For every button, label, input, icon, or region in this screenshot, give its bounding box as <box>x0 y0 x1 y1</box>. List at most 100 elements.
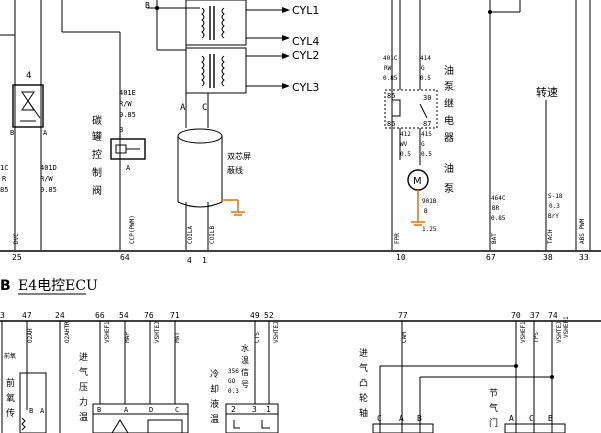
ecu-title-block: B E4电控ECU <box>0 278 98 295</box>
lp-77: 77 <box>398 311 408 320</box>
front-label: 前氧 <box>4 352 16 360</box>
lower-wires <box>1 321 554 433</box>
canister-text-3: 控 <box>92 148 102 161</box>
fp-bot-3: 1.25 <box>422 226 437 233</box>
map-text-2: 气 <box>79 366 88 378</box>
fp-wire-l2: RW <box>384 65 392 72</box>
ignition-coils: B CYL1 CYL4 CYL2 CYL3 A C <box>145 0 319 265</box>
cyl3-label: CYL3 <box>292 81 319 94</box>
map-pin-a: A <box>124 406 129 414</box>
canister-pin-a: A <box>126 164 131 172</box>
fp-bot-1: 901B <box>422 198 437 205</box>
tag-vshef1-b: VSHEF1 <box>520 321 527 343</box>
cam-pin-a: A <box>399 414 404 423</box>
relay-pin-30: 30 <box>423 94 431 102</box>
front-text-3: 传 <box>6 407 15 419</box>
tag-vshtej-b: VSHTEJ <box>273 321 280 343</box>
front-pin-a: A <box>40 407 45 415</box>
relay-pin-87: 87 <box>423 120 431 128</box>
coolant-text-4: 温 <box>210 414 219 425</box>
fp-mid-l3: 0.5 <box>400 151 411 158</box>
tag-o2ah: O2AH <box>27 328 34 343</box>
fp-wire-r1: 414 <box>420 55 431 62</box>
tach-pin: 38 <box>543 253 553 262</box>
fp-wire-r3: 0.5 <box>420 75 431 82</box>
relay-text-1: 油 <box>444 64 454 77</box>
right-wire-3: 0.85 <box>40 186 57 194</box>
coolant-text-2: 却 <box>210 384 219 395</box>
coolant-sensor-box <box>225 403 279 433</box>
cam-text-1: 进 <box>359 348 368 359</box>
cam-sensor-box <box>372 423 434 433</box>
pump-text-1: 油 <box>444 162 454 175</box>
cs-text-4: 号 <box>241 380 249 389</box>
cs-text-1: 水 <box>241 343 249 353</box>
cam-text-3: 凸 <box>359 378 368 389</box>
left-wire-3: 85 <box>0 186 8 194</box>
coolant-wire-2: GO <box>228 378 236 385</box>
canister-text-4: 制 <box>92 166 102 179</box>
ecu-title: E4电控ECU <box>18 278 98 294</box>
tag-vshtej-c: VSHTEJ <box>556 321 563 343</box>
tach-wire-1: S-18 <box>548 193 563 200</box>
fp-mid-r2: G <box>421 141 425 148</box>
tag-tps: TPS <box>533 332 540 343</box>
cam-pin-b: B <box>417 414 422 423</box>
thr-pin-a: A <box>509 414 514 423</box>
coilb-tag: COILB <box>209 226 216 244</box>
right-block: 转速 464C BR 0.85 S-18 0.3 BrY BAT TACH AB… <box>486 0 591 262</box>
fp-wire-r2: G <box>421 65 425 72</box>
thr-pin-b: B <box>548 414 553 423</box>
lp-49: 49 <box>250 311 260 320</box>
tag-vshef1-c: VSHEF1 <box>563 316 570 338</box>
coil-node-b: B <box>145 1 150 10</box>
coolant-wire-3: 0.3 <box>228 388 239 395</box>
coolant-text-1: 冷 <box>210 368 219 380</box>
canister-wire-1: 401E <box>119 89 136 97</box>
fpr-pin: 10 <box>396 253 406 262</box>
lp-3: 3 <box>0 311 5 320</box>
coolant-text-3: 液 <box>210 398 219 410</box>
canister-pin-b: B <box>119 126 123 134</box>
bat-tag: BAT <box>491 233 498 244</box>
fp-wire-l1: 401C <box>383 55 398 62</box>
thr-text-3: 门 <box>489 417 498 429</box>
fuel-pump-relay: 401C RW 0.85 414 G 0.5 85 30 86 87 412 W… <box>383 0 454 262</box>
thr-pin-c: C <box>529 414 534 423</box>
idle-valve-box <box>12 84 44 128</box>
tag-cts: CTS <box>254 332 261 343</box>
thr-text-2: 气 <box>489 402 498 414</box>
fp-mid-r1: 415 <box>421 131 432 138</box>
left-sensor-pin-a: A <box>43 129 48 137</box>
lower-tags: O2AH O2AHTR VSHEF1 MAP VSHTEJ MAT CTS VS… <box>27 316 570 343</box>
canister-valve-box <box>110 138 146 160</box>
fp-wire-l3: 0.85 <box>383 75 398 82</box>
tag-mat: MAT <box>174 332 181 343</box>
bat-wire-1: 464C <box>491 195 506 202</box>
pump-text-2: 泵 <box>444 183 454 195</box>
bat-pin: 67 <box>486 253 496 262</box>
coil-pin-1: 1 <box>202 256 207 265</box>
fp-bot-2: B <box>424 208 428 215</box>
relay-box <box>384 89 438 129</box>
relay-text-3: 继 <box>444 97 454 110</box>
cool-pin-3: 3 <box>252 405 257 414</box>
lp-74: 74 <box>548 311 558 320</box>
lower-pins-row: 3 47 24 66 54 76 71 49 52 77 70 37 74 <box>0 311 558 320</box>
tach-wire-3: BrY <box>548 213 559 220</box>
left-wire-1: 1C <box>0 164 8 172</box>
ecu-letter: B <box>0 278 11 294</box>
coil-node-a: A <box>180 103 186 113</box>
coila-tag: COILA <box>187 226 194 244</box>
bat-wire-2: BR <box>492 205 500 212</box>
shield-label-2: 蔽线 <box>227 165 243 175</box>
tag-vshef1-a: VSHEF1 <box>104 321 111 343</box>
relay-text-2: 泵 <box>444 81 454 93</box>
lp-47: 47 <box>22 311 32 320</box>
throttle-box <box>504 423 566 433</box>
cam-pin-c: C <box>377 414 382 423</box>
tag-o2ahtr: O2AHTR <box>64 321 71 343</box>
ccp-pin: 64 <box>120 253 130 262</box>
shield-label-1: 双芯屏 <box>227 151 251 161</box>
